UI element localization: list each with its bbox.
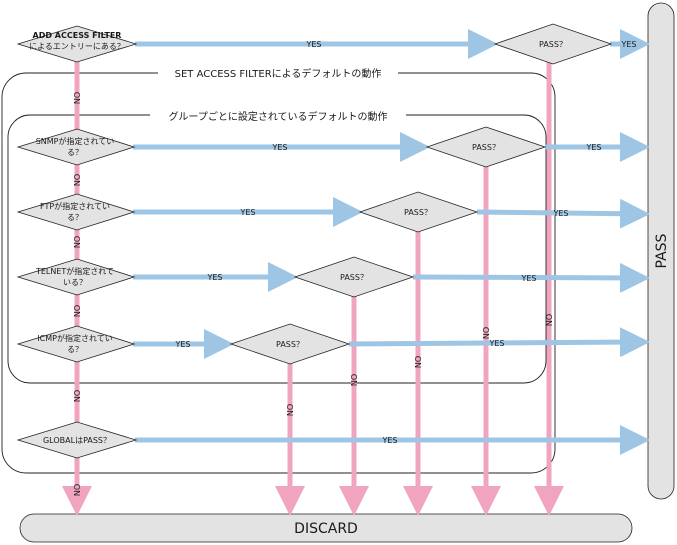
decision-telnet-line1: TELNETが指定されて xyxy=(35,266,114,276)
decision-icmp-line1: ICMPが指定されてい xyxy=(37,333,112,343)
decision-global xyxy=(16,421,138,459)
decision-ftp xyxy=(16,193,136,231)
no-label-pass-snmp: NO xyxy=(482,327,491,339)
no-label-snmp: NO xyxy=(73,174,82,186)
no-label-add: NO xyxy=(73,92,82,104)
decision-snmp-line2: る？ xyxy=(67,148,83,157)
decision-snmp-line1: SNMPが指定されてい xyxy=(36,136,115,146)
decision-pass-ftp xyxy=(358,191,479,233)
discard-terminal xyxy=(19,513,633,543)
yes-label-ftp: YES xyxy=(239,208,255,217)
decision-add-filter-line1: ADD ACCESS FILTER xyxy=(33,31,122,40)
yes-label-snmp: YES xyxy=(271,143,287,152)
no-label-pass-ftp: NO xyxy=(414,356,423,368)
yes-label-pass-icmp: YES xyxy=(488,339,504,348)
yes-label-pass-add: YES xyxy=(620,40,636,49)
yes-label-pass-telnet: YES xyxy=(520,274,536,283)
yes-label-icmp: YES xyxy=(174,340,190,349)
yes-label-add: YES xyxy=(305,40,321,49)
yes-label-pass-ftp: YES xyxy=(552,209,568,218)
yes-arrow-pass2 xyxy=(476,198,650,229)
decision-pass-ftp-label: PASS？ xyxy=(404,208,432,217)
pass-terminal-label: PASS xyxy=(654,233,670,268)
decision-pass-icmp xyxy=(229,323,351,365)
decision-global-label: GLOBALはPASS？ xyxy=(43,436,111,445)
decision-pass-icmp-label: PASS？ xyxy=(276,340,304,349)
discard-terminal-label: DISCARD xyxy=(294,521,358,537)
no-label-pass-add: NO xyxy=(545,314,554,326)
inner-frame-title: グループごとに設定されているデフォルトの動作 xyxy=(168,110,387,123)
decision-pass-snmp xyxy=(425,126,547,168)
decision-snmp xyxy=(16,128,136,166)
no-label-telnet: NO xyxy=(73,305,82,317)
decision-telnet-line2: いる？ xyxy=(63,278,87,287)
decision-pass-add xyxy=(493,23,613,65)
pass-terminal xyxy=(647,2,675,500)
decision-icmp-line2: る？ xyxy=(67,345,83,354)
decision-pass-telnet xyxy=(293,256,415,298)
no-label-global: NO xyxy=(73,484,82,496)
decision-icmp xyxy=(16,325,136,363)
decision-ftp-line1: FTPが指定されてい xyxy=(40,201,110,211)
decision-telnet xyxy=(16,258,136,296)
no-label-ftp: NO xyxy=(73,236,82,248)
yes-arrow-pass3 xyxy=(412,262,650,293)
no-label-pass-telnet: NO xyxy=(350,374,359,386)
decision-add-filter xyxy=(16,25,138,63)
no-label-icmp: NO xyxy=(73,390,82,402)
decision-pass-snmp-label: PASS？ xyxy=(472,143,500,152)
outer-frame-title: SET ACCESS FILTERによるデフォルトの動作 xyxy=(175,67,382,80)
yes-arrow-pass4 xyxy=(348,327,650,358)
decision-add-filter-line2: によるエントリーにある？ xyxy=(29,42,125,51)
yes-label-global: YES xyxy=(381,436,397,445)
decision-pass-add-label: PASS？ xyxy=(539,40,567,49)
decision-ftp-line2: る？ xyxy=(67,213,83,222)
no-label-pass-icmp: NO xyxy=(286,404,295,416)
decision-pass-telnet-label: PASS？ xyxy=(340,273,368,282)
yes-label-pass-snmp: YES xyxy=(585,143,601,152)
yes-label-telnet: YES xyxy=(206,273,222,282)
